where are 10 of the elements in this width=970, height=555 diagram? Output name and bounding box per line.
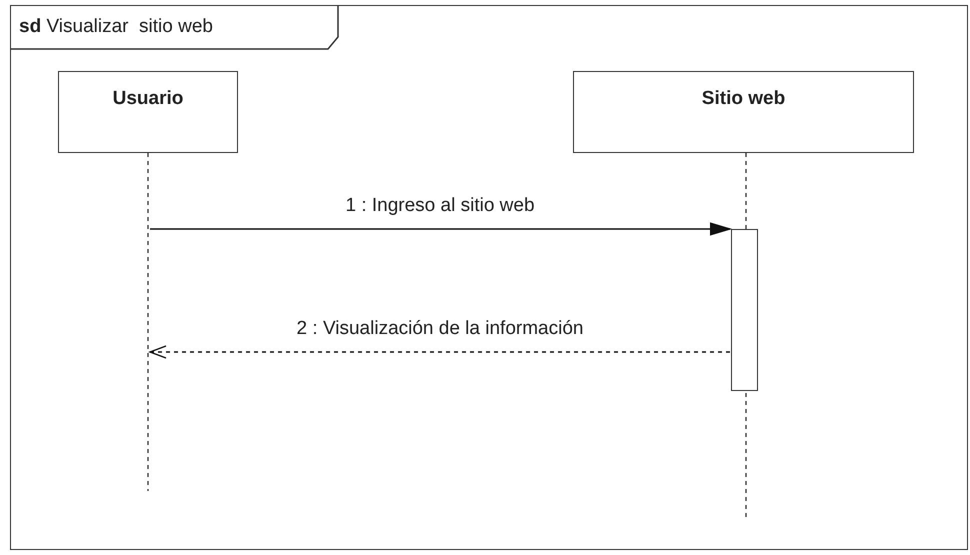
- activation-bar: [731, 229, 758, 391]
- lifeline: [145, 153, 151, 491]
- participant-box: [573, 71, 914, 153]
- participant-name: Usuario: [112, 88, 184, 110]
- participant-box: [58, 71, 238, 153]
- frame-title: sd Visualizar sitio web: [19, 16, 213, 38]
- participant-name: Sitio web: [702, 88, 786, 110]
- return-message-arrow: [149, 345, 730, 359]
- frame: [10, 5, 968, 550]
- message-arrow: [150, 222, 731, 236]
